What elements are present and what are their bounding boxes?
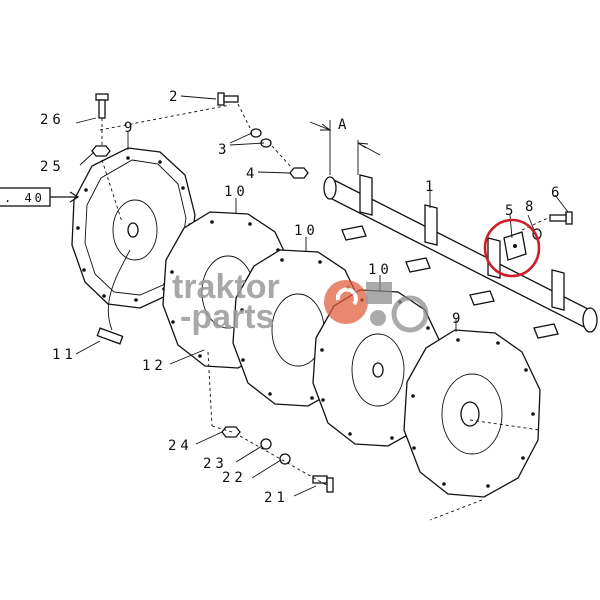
callout-23: 23 [203, 456, 228, 472]
washer-3 [250, 128, 272, 148]
shaft-bar [323, 174, 598, 339]
callout-1: 1 [425, 179, 437, 195]
bolt-26 [95, 93, 109, 119]
callout-5: 5 [505, 203, 517, 219]
key-11 [96, 327, 124, 345]
callout-3: 3 [218, 142, 230, 158]
callout-6: 6 [551, 185, 563, 201]
bolt-21 [312, 475, 334, 493]
watermark-line-1: traktor [172, 268, 280, 306]
callout-24: 24 [168, 438, 193, 454]
reference-box-label: . 40 [4, 191, 45, 205]
watermark: traktor -parts [172, 268, 429, 336]
tractor-logo-icon [324, 280, 429, 333]
dimension-a [309, 120, 381, 175]
washer-23 [260, 438, 272, 450]
callout-numbers: 2 3 4 26 25 9 10 10 10 9 1 5 8 6 11 12 2… [40, 89, 563, 506]
bolt-6 [549, 211, 573, 225]
callout-10-a: 10 [224, 184, 249, 200]
callout-21: 21 [264, 490, 289, 506]
bolt-2 [217, 92, 239, 106]
disc-9-right [403, 329, 541, 498]
reference-box: . 40 [0, 187, 51, 207]
plate-5 [503, 231, 527, 261]
highlight-circle [483, 218, 541, 278]
watermark-line-2: -parts [180, 298, 274, 336]
callout-10-c: 10 [368, 262, 393, 278]
callout-10-b: 10 [294, 223, 319, 239]
callout-9-left: 9 [124, 120, 136, 136]
callout-8: 8 [525, 199, 537, 215]
dimension-label-a: A [338, 117, 350, 133]
callout-2: 2 [169, 89, 181, 105]
callout-9-right: 9 [452, 311, 464, 327]
callout-26: 26 [40, 112, 65, 128]
callout-4: 4 [246, 166, 258, 182]
callout-11: 11 [52, 347, 77, 363]
assembly-lines [99, 103, 549, 521]
callout-22: 22 [222, 470, 247, 486]
nut-4 [289, 167, 309, 179]
washer-22 [279, 453, 291, 465]
callout-12: 12 [142, 358, 167, 374]
callout-25: 25 [40, 159, 65, 175]
nut-25 [91, 145, 111, 157]
